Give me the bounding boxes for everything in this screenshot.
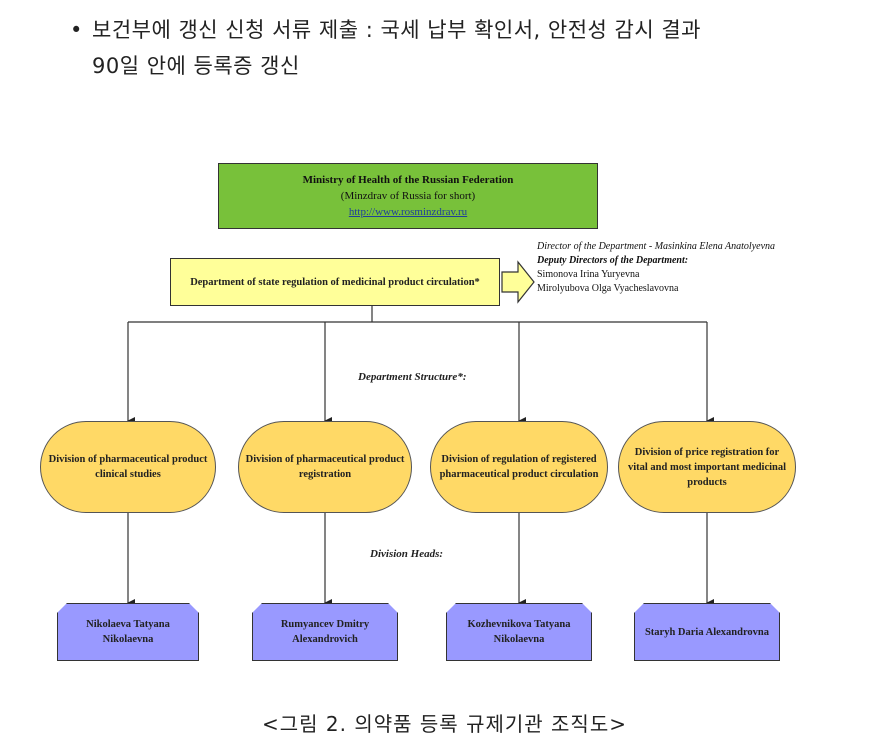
division-1: Division of pharmaceutical product clini… <box>40 421 216 513</box>
director-separator: - <box>646 241 655 252</box>
division-4-name: Division of price registration for vital… <box>627 446 787 488</box>
head-2-name: Rumyancev Dmitry Alexandrovich <box>280 619 370 645</box>
department-name: Department of state regulation of medici… <box>190 276 480 288</box>
director-label: Director of the Department <box>537 241 647 252</box>
director-line: Director of the Department - Masinkina E… <box>537 240 807 254</box>
ministry-title: Ministry of Health of the Russian Federa… <box>302 174 514 186</box>
figure-caption: <그림 2. 의약품 등록 규제기관 조직도> <box>262 712 627 736</box>
division-3-name: Division of regulation of registered pha… <box>439 454 599 480</box>
directors-block: Director of the Department - Masinkina E… <box>537 240 807 296</box>
division-1-name: Division of pharmaceutical product clini… <box>48 454 208 480</box>
division-2: Division of pharmaceutical product regis… <box>238 421 412 513</box>
head-3-name: Kozhevnikova Tatyana Nikolaevna <box>467 619 571 645</box>
head-4: Staryh Daria Alexandrovna <box>634 603 780 661</box>
right-arrow-icon <box>501 260 535 304</box>
ministry-box: Ministry of Health of the Russian Federa… <box>218 163 598 229</box>
bullet-text: • 보건부에 갱신 신청 서류 제출 : 국세 납부 확인서, 안전성 감시 결과… <box>70 12 870 84</box>
bullet-line-1: 보건부에 갱신 신청 서류 제출 : 국세 납부 확인서, 안전성 감시 결과 <box>92 18 701 42</box>
division-2-name: Division of pharmaceutical product regis… <box>245 454 405 480</box>
head-2: Rumyancev Dmitry Alexandrovich <box>252 603 398 661</box>
deputy-label: Deputy Directors of the Department: <box>537 255 689 266</box>
head-3: Kozhevnikova Tatyana Nikolaevna <box>446 603 592 661</box>
department-box: Department of state regulation of medici… <box>170 258 500 306</box>
head-4-name: Staryh Daria Alexandrovna <box>644 626 770 638</box>
ministry-link[interactable]: http://www.rosminzdrav.ru <box>348 206 468 218</box>
bullet-icon: • <box>70 18 83 42</box>
bullet-line-2: 90일 안에 등록증 갱신 <box>92 54 300 78</box>
structure-label: Department Structure*: <box>358 371 467 383</box>
head-1: Nikolaeva Tatyana Nikolaevna <box>57 603 199 661</box>
head-1-name: Nikolaeva Tatyana Nikolaevna <box>86 619 170 645</box>
heads-label: Division Heads: <box>370 548 444 560</box>
division-3: Division of regulation of registered pha… <box>430 421 608 513</box>
deputy-2: Mirolyubova Olga Vyacheslavovna <box>537 283 679 294</box>
ministry-subtitle: (Minzdrav of Russia for short) <box>340 190 476 202</box>
director-name: Masinkina Elena Anatolyevna <box>654 241 776 252</box>
deputy-1: Simonova Irina Yuryevna <box>537 269 640 280</box>
division-4: Division of price registration for vital… <box>618 421 796 513</box>
